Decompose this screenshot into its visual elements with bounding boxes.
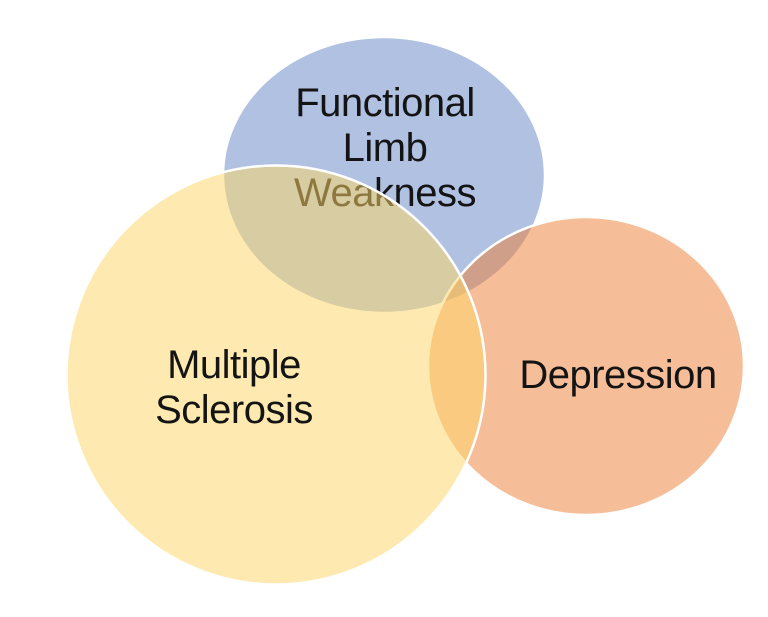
venn-label-functional-limb-weakness-line-1: Functional bbox=[295, 81, 475, 125]
venn-label-multiple-sclerosis-line-1: Multiple bbox=[167, 343, 301, 387]
venn-label-functional-limb-weakness-line-2: Limb bbox=[343, 126, 428, 170]
venn-label-multiple-sclerosis-line-2: Sclerosis bbox=[155, 388, 313, 432]
venn-label-depression: Depression bbox=[519, 353, 716, 397]
venn-circle-multiple-sclerosis bbox=[65, 164, 487, 586]
